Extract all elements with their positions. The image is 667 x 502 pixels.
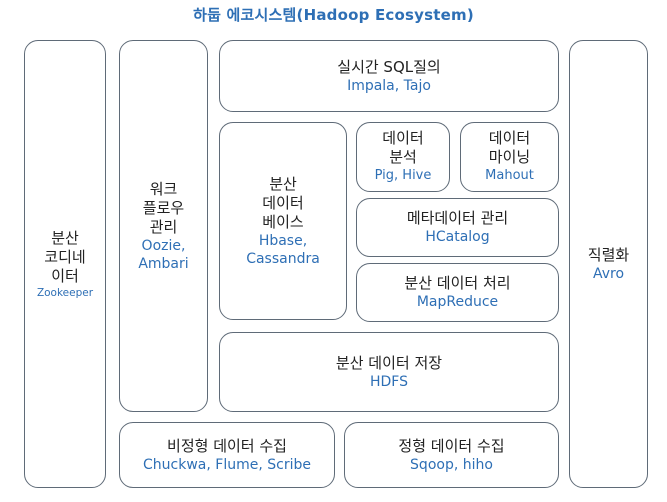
coordination-tech: Zookeeper [36, 286, 94, 299]
unstructured-tech: Chuckwa, Flume, Scribe [143, 456, 311, 473]
box-storage: 분산 데이터 저장 HDFS [219, 332, 559, 412]
realtime-sql-tech: Impala, Tajo [347, 77, 431, 94]
structured-label: 정형 데이터 수집 [398, 436, 505, 455]
data-analysis-tech: Pig, Hive [374, 168, 432, 183]
box-realtime-sql: 실시간 SQL질의 Impala, Tajo [219, 40, 559, 112]
unstructured-label: 비정형 데이터 수집 [167, 436, 287, 455]
workflow-tech: Oozie, Ambari [138, 237, 189, 272]
processing-tech: MapReduce [416, 294, 499, 310]
data-mining-tech: Mahout [485, 168, 534, 183]
box-data-mining: 데이터 마이닝 Mahout [460, 122, 559, 192]
diagram-title: 하둡 에코시스템(Hadoop Ecosystem) [193, 6, 474, 24]
box-metadata: 메타데이터 관리 HCatalog [356, 198, 559, 257]
box-serialization: 직렬화 Avro [569, 40, 648, 488]
metadata-label: 메타데이터 관리 [406, 209, 509, 227]
data-analysis-label: 데이터 분석 [382, 129, 424, 166]
box-coordination: 분산 코디네 이터 Zookeeper [24, 40, 106, 488]
structured-tech: Sqoop, hiho [410, 456, 493, 473]
serialization-label: 직렬화 [587, 245, 630, 264]
storage-label: 분산 데이터 저장 [335, 353, 443, 372]
box-processing: 분산 데이터 처리 MapReduce [356, 263, 559, 322]
box-data-analysis: 데이터 분석 Pig, Hive [356, 122, 450, 192]
storage-tech: HDFS [369, 373, 408, 390]
serialization-tech: Avro [592, 265, 625, 282]
processing-label: 분산 데이터 처리 [404, 274, 511, 292]
workflow-label: 워크 플로우 관리 [142, 179, 185, 236]
box-structured: 정형 데이터 수집 Sqoop, hiho [344, 422, 559, 488]
box-distributed-db: 분산 데이터 베이스 Hbase, Cassandra [219, 122, 347, 320]
realtime-sql-label: 실시간 SQL질의 [337, 57, 441, 76]
box-unstructured: 비정형 데이터 수집 Chuckwa, Flume, Scribe [119, 422, 335, 488]
distributed-db-label: 분산 데이터 베이스 [262, 174, 304, 231]
box-workflow: 워크 플로우 관리 Oozie, Ambari [119, 40, 208, 412]
data-mining-label: 데이터 마이닝 [488, 129, 531, 166]
distributed-db-tech: Hbase, Cassandra [246, 232, 320, 267]
metadata-tech: HCatalog [425, 229, 490, 245]
coordination-label: 분산 코디네 이터 [44, 228, 86, 285]
